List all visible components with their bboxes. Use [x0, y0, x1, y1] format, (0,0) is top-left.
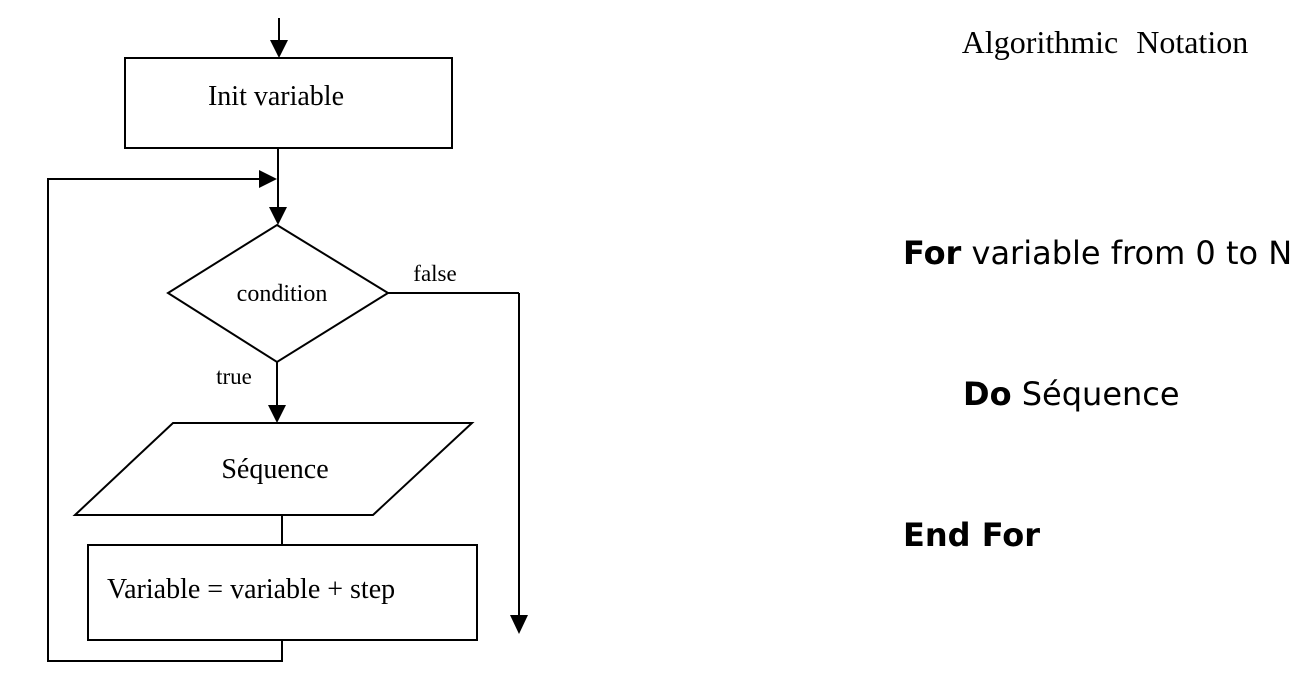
arrowhead-loopback-right-icon	[259, 170, 277, 188]
init-variable-box	[124, 57, 453, 149]
for-keyword: For	[903, 234, 962, 272]
for-loop-flowchart: Init variable condition false true Séque…	[47, 18, 528, 662]
pseudocode-line-do: Do Séquence	[903, 371, 1292, 418]
pseudocode-line-endfor: End For	[903, 512, 1292, 559]
for-clause-text: variable from 0 to N	[961, 234, 1293, 272]
arrowhead-entry-down-icon	[270, 40, 288, 58]
pseudocode-block: For variable from 0 to N Do Séquence End…	[903, 136, 1292, 653]
false-branch-label: false	[413, 261, 456, 286]
increment-label: Variable = variable + step	[107, 574, 395, 605]
notation-title: Algorithmic Notation	[961, 24, 1249, 60]
init-variable-label: Init variable	[208, 81, 344, 112]
arrowhead-sequence-down-icon	[268, 405, 286, 423]
do-keyword: Do	[963, 375, 1012, 413]
endfor-keyword: End For	[903, 516, 1041, 554]
true-branch-label: true	[216, 364, 252, 389]
sequence-label: Séquence	[221, 454, 328, 485]
arrowhead-false-exit-down-icon	[510, 615, 528, 634]
sequence-parallelogram	[72, 422, 475, 516]
condition-label: condition	[237, 281, 328, 307]
do-clause-text: Séquence	[1011, 375, 1180, 413]
pseudocode-line-for: For variable from 0 to N	[903, 230, 1292, 277]
arrowhead-condition-down-icon	[269, 207, 287, 225]
